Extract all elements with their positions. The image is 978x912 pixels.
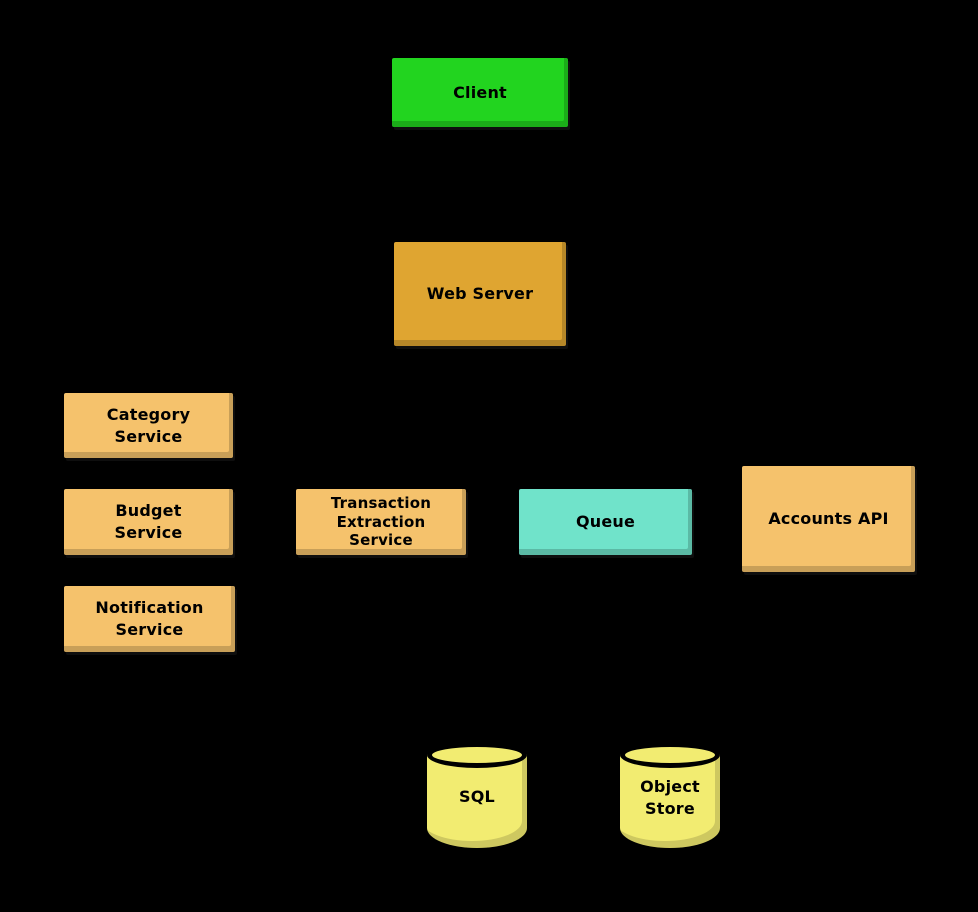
cylinder-body: [427, 754, 527, 848]
web-server-node[interactable]: Web Server: [394, 242, 566, 346]
object-store-node[interactable]: Object Store: [620, 742, 720, 848]
queue-node[interactable]: Queue: [519, 489, 692, 555]
notification-service-node[interactable]: Notification Service: [64, 586, 235, 652]
accounts-api-label: Accounts API: [768, 509, 889, 529]
cylinder-body: [620, 754, 720, 848]
accounts-api-node[interactable]: Accounts API: [742, 466, 915, 572]
client-node[interactable]: Client: [392, 58, 568, 127]
cylinder-top: [620, 742, 720, 768]
sql-database-node[interactable]: SQL: [427, 742, 527, 848]
transaction-extraction-service-label: Transaction Extraction Service: [330, 493, 432, 550]
transaction-extraction-service-node[interactable]: Transaction Extraction Service: [296, 489, 466, 555]
client-label: Client: [453, 82, 507, 102]
budget-service-label: Budget Service: [114, 501, 183, 542]
notification-service-label: Notification Service: [95, 598, 204, 639]
object-store-label: Object Store: [640, 777, 700, 818]
sql-database-label: SQL: [459, 787, 495, 806]
category-service-node[interactable]: Category Service: [64, 393, 233, 458]
budget-service-node[interactable]: Budget Service: [64, 489, 233, 555]
queue-label: Queue: [575, 512, 636, 532]
web-server-label: Web Server: [426, 284, 534, 304]
category-service-label: Category Service: [106, 404, 191, 446]
cylinder-top: [427, 742, 527, 768]
